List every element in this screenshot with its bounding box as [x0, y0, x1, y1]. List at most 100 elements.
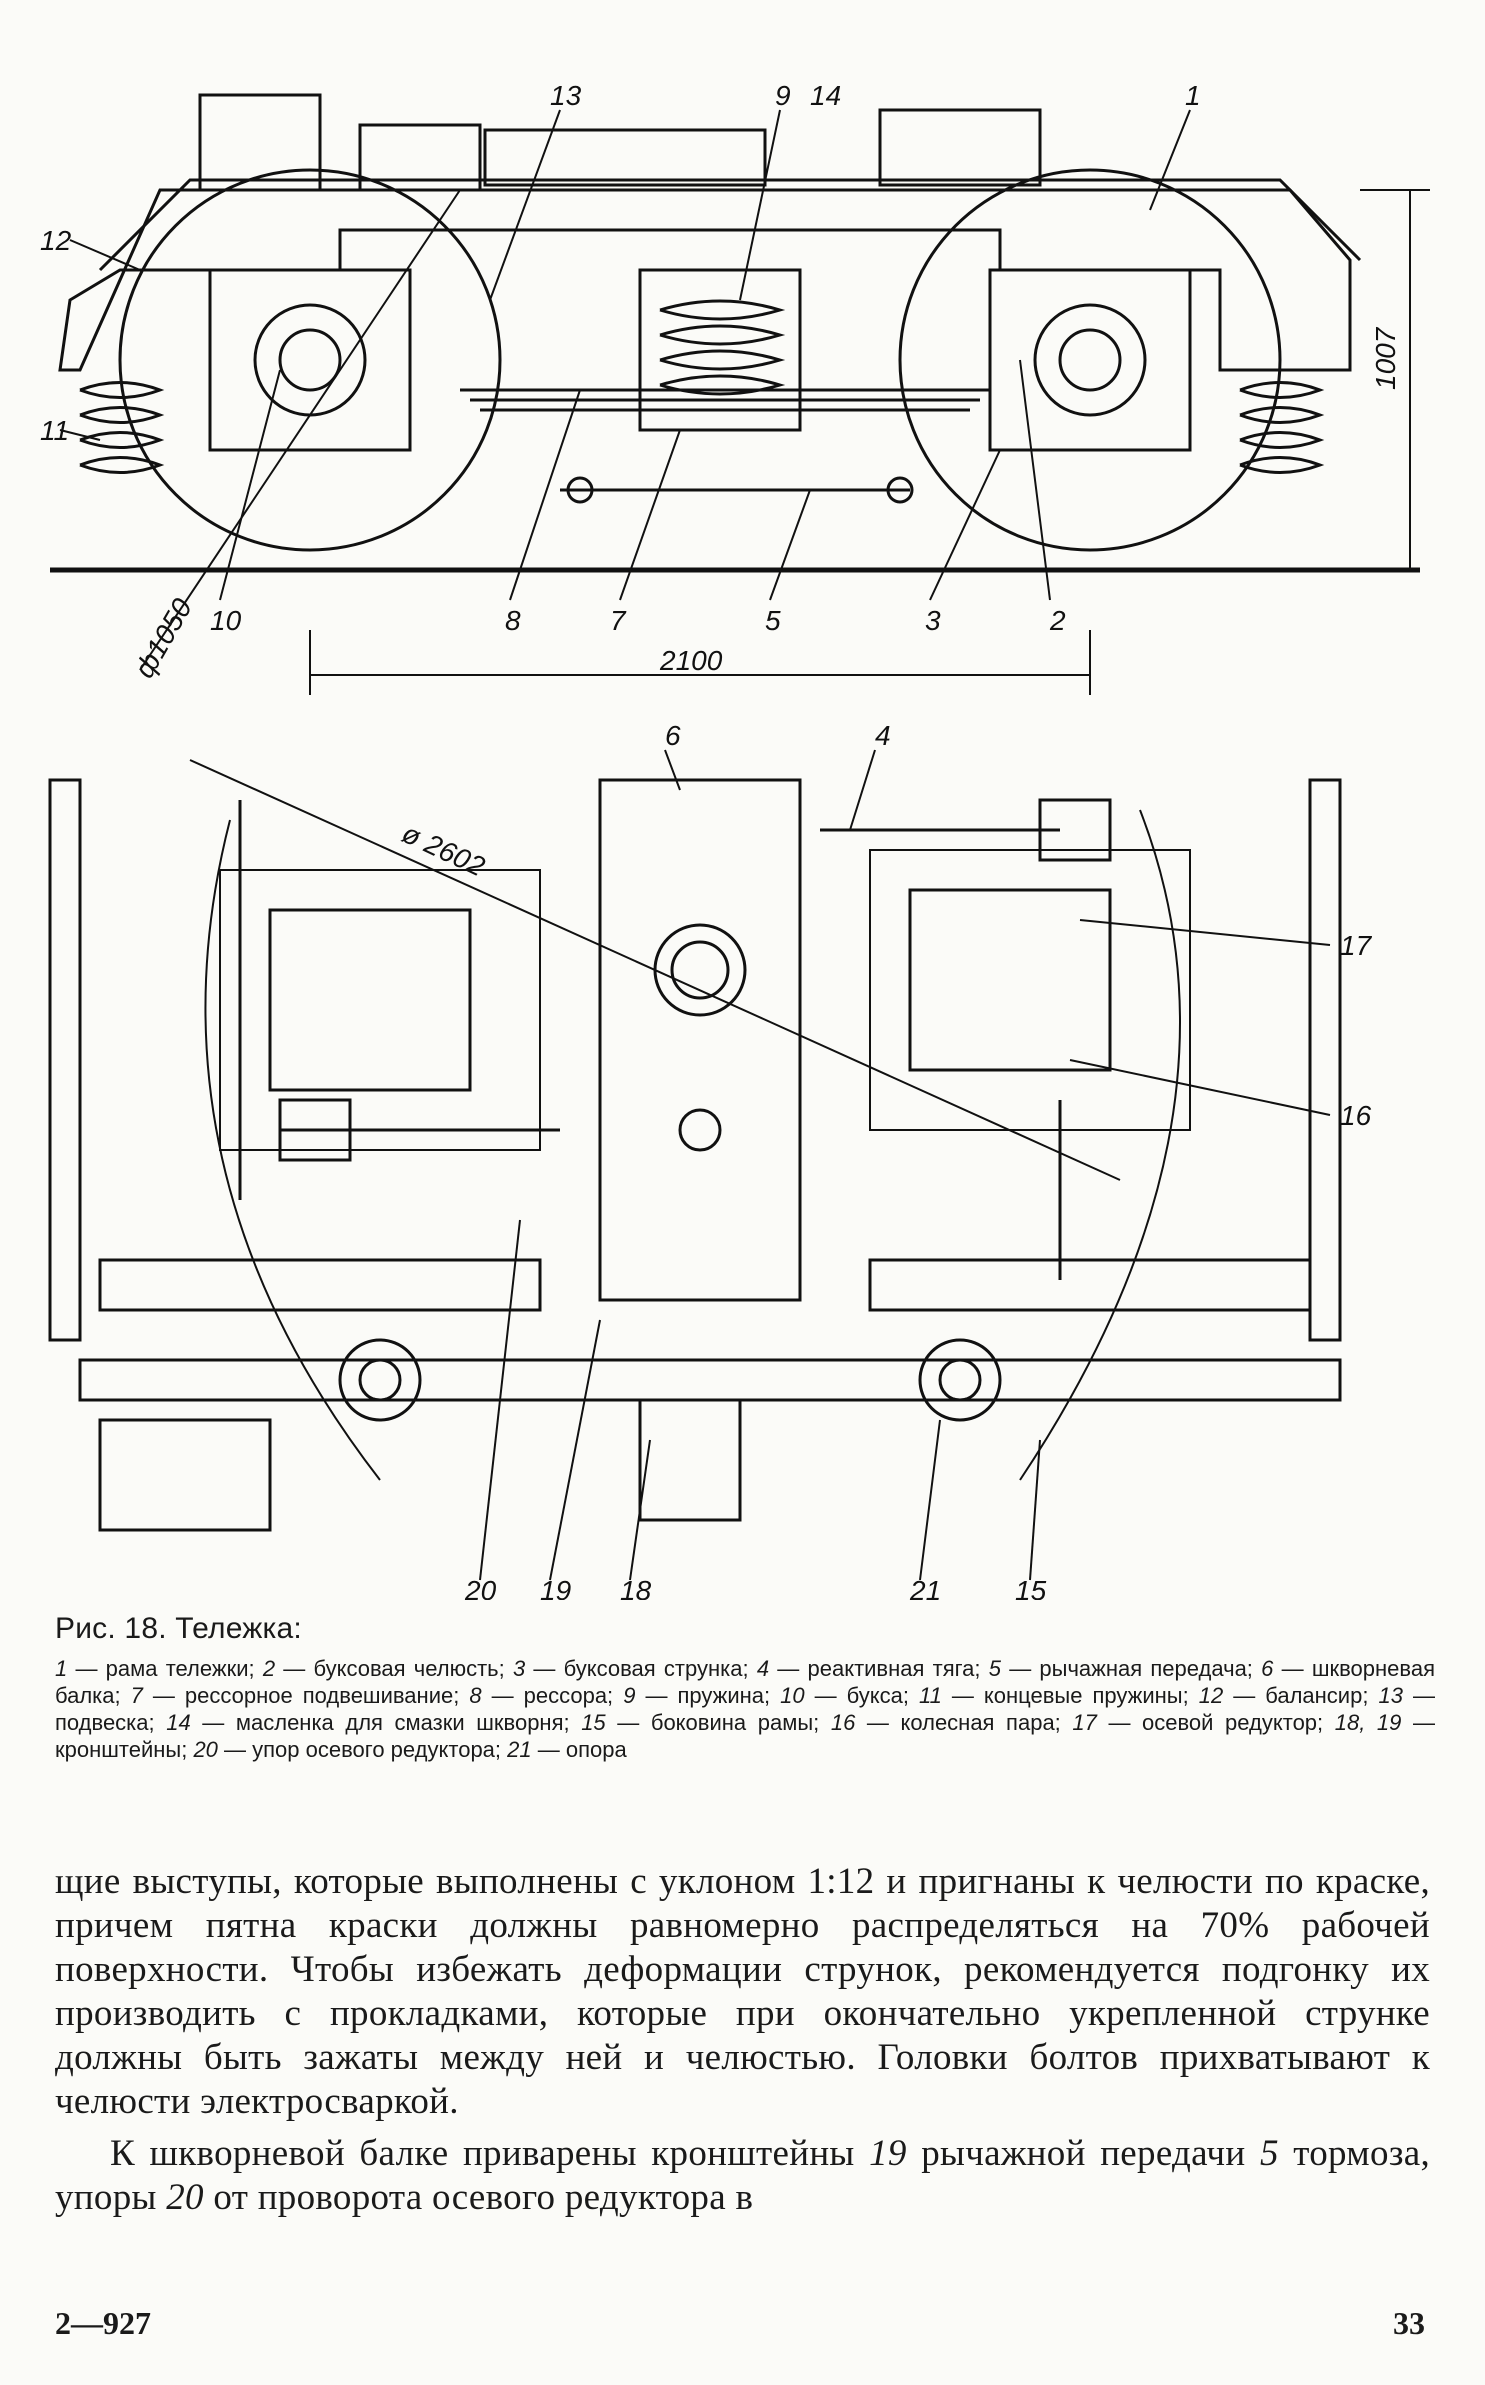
label-17: 17 — [1340, 930, 1373, 961]
legend-item-number: 3 — [512, 1656, 526, 1681]
label-12: 12 — [40, 225, 72, 256]
label-8: 8 — [505, 605, 521, 636]
legend-item-text: — масленка для смазки шкворня; — [190, 1710, 582, 1735]
legend-item-text: — концевые пружины; — [941, 1683, 1199, 1708]
label-13: 13 — [550, 80, 582, 111]
legend-item-text: — балансир; — [1223, 1683, 1379, 1708]
legend-item-text: — упор осевого редуктора; — [217, 1737, 508, 1762]
legend-item: 5 — рычажная передача; — [989, 1656, 1261, 1681]
paragraph-2-text-a: К шкворневой балке приварены кронштейны — [110, 2133, 870, 2174]
legend-item-number: 18, 19 — [1334, 1710, 1402, 1735]
legend-item-number: 5 — [988, 1656, 1001, 1681]
bogie-plan-view-drawing: 6 4 17 16 20 19 18 21 15 ø 2602 — [48, 720, 1373, 1600]
paragraph-2-ref-20: 20 — [166, 2177, 204, 2218]
label-5: 5 — [765, 605, 781, 636]
label-3: 3 — [925, 605, 941, 636]
legend-item: 7 — рессорное подвешивание; — [131, 1683, 470, 1708]
legend-item-text: — рессора; — [481, 1683, 624, 1708]
legend-item: 20 — упор осевого редуктора; — [193, 1737, 507, 1762]
legend-item-number: 16 — [830, 1710, 856, 1735]
legend-item-text: — опора — [531, 1737, 627, 1762]
legend-item-number: 2 — [262, 1656, 276, 1681]
legend-item-text: — рама тележки; — [67, 1656, 263, 1681]
paragraph-2-text-e: тормоза, упоры — [55, 2133, 1431, 2218]
legend-item: 21 — опора — [507, 1737, 627, 1762]
paragraph-2-ref-19: 19 — [869, 2133, 907, 2174]
legend-item-number: 10 — [780, 1683, 805, 1708]
paragraph-2-text-g: от проворота осевого редуктора в — [203, 2177, 754, 2218]
bogie-side-view-drawing: 13 9 14 1 12 11 10 8 7 5 3 2 2100 1007 ф… — [40, 80, 1430, 695]
legend-item: 18, 19 — кронштейны; — [55, 1710, 1435, 1762]
legend-item-text: — рычажная передача; — [1000, 1656, 1262, 1681]
dimension-1007: 1007 — [1370, 326, 1401, 390]
label-16: 16 — [1340, 1100, 1372, 1131]
legend-item-text: — буксовая челюсть; — [275, 1656, 513, 1681]
paragraph-2-text-c: рычажной передачи — [906, 2133, 1260, 2174]
legend-item: 17 — осевой редуктор; — [1072, 1710, 1334, 1735]
label-6: 6 — [665, 720, 681, 751]
paragraph-1: щие выступы, которые выполнены с уклоном… — [55, 1861, 1430, 2122]
label-20: 20 — [464, 1575, 497, 1600]
legend-item: 6 — шкворневая балка; — [55, 1656, 1435, 1708]
dimension-wheel-diameter: ф1050 — [128, 593, 198, 683]
legend-item-number: 13 — [1378, 1683, 1403, 1708]
legend-item-text: — букса; — [804, 1683, 920, 1708]
body-text: щие выступы, которые выполнены с уклоном… — [55, 1860, 1430, 2220]
legend-item-text: — реактивная тяга; — [769, 1656, 989, 1681]
label-10: 10 — [210, 605, 242, 636]
paragraph-2-ref-5: 5 — [1259, 2133, 1279, 2174]
label-14: 14 — [810, 80, 841, 111]
label-2: 2 — [1049, 605, 1066, 636]
legend-item: 2 — буксовая челюсть; — [263, 1656, 513, 1681]
label-9: 9 — [775, 80, 791, 111]
legend-item-text: — рессорное подвешивание; — [142, 1683, 470, 1708]
legend-item: 10 — букса; — [780, 1683, 919, 1708]
label-4: 4 — [875, 720, 891, 751]
legend-item-number: 4 — [756, 1656, 770, 1681]
label-7: 7 — [610, 605, 627, 636]
legend-item: 13 — подвеска; — [55, 1683, 1435, 1735]
legend-item-number: 21 — [507, 1737, 532, 1762]
figure-caption-title: Рис. 18. Тележка: — [55, 1612, 302, 1645]
legend-item: 8 — рессора; — [469, 1683, 623, 1708]
signature-mark: 2—927 — [55, 2305, 151, 2341]
legend-item-number: 7 — [130, 1683, 143, 1708]
legend-item-number: 8 — [469, 1683, 482, 1708]
label-18: 18 — [620, 1575, 652, 1600]
legend-item-text: — осевой редуктор; — [1096, 1710, 1335, 1735]
label-19: 19 — [540, 1575, 571, 1600]
legend-item-text: — кронштейны; — [55, 1710, 1435, 1762]
label-15: 15 — [1015, 1575, 1047, 1600]
page-number: 33 — [1393, 2305, 1425, 2341]
legend-item: 14 — масленка для смазки шкворня; — [166, 1710, 581, 1735]
legend-item-text: — подвеска; — [55, 1683, 1435, 1735]
legend-item-text: — пружина; — [635, 1683, 781, 1708]
dimension-pivot-diameter: ø 2602 — [397, 817, 489, 882]
dimension-2100: 2100 — [659, 645, 723, 676]
legend-item-text: — боковина рамы; — [605, 1710, 831, 1735]
legend-item-number: 11 — [919, 1683, 942, 1708]
legend-item: 16 — колесная пара; — [831, 1710, 1073, 1735]
legend-item: 1 — рама тележки; — [55, 1656, 263, 1681]
label-11: 11 — [40, 415, 69, 446]
label-1: 1 — [1185, 80, 1201, 111]
legend-item-number: 17 — [1072, 1710, 1097, 1735]
legend-item: 9 — пружина; — [623, 1683, 780, 1708]
legend-item-text: — колесная пара; — [855, 1710, 1073, 1735]
legend-item: 11 — концевые пружины; — [919, 1683, 1199, 1708]
legend-item-number: 12 — [1198, 1683, 1224, 1708]
legend-item: 3 — буксовая струнка; — [513, 1656, 757, 1681]
legend-item-number: 6 — [1261, 1656, 1274, 1681]
legend-item: 4 — реактивная тяга; — [757, 1656, 989, 1681]
paragraph-2: К шкворневой балке приварены кронштейны … — [55, 2132, 1430, 2220]
legend-item-number: 20 — [193, 1737, 218, 1762]
label-21: 21 — [909, 1575, 941, 1600]
legend-item: 12 — балансир; — [1199, 1683, 1379, 1708]
legend-item-text: — буксовая струнка; — [525, 1656, 757, 1681]
legend-item: 15 — боковина рамы; — [581, 1710, 831, 1735]
legend-item-number: 15 — [581, 1710, 606, 1735]
figure-legend: 1 — рама тележки; 2 — буксовая челюсть; … — [55, 1655, 1435, 1763]
legend-item-number: 1 — [55, 1656, 68, 1681]
legend-item-number: 14 — [166, 1710, 191, 1735]
